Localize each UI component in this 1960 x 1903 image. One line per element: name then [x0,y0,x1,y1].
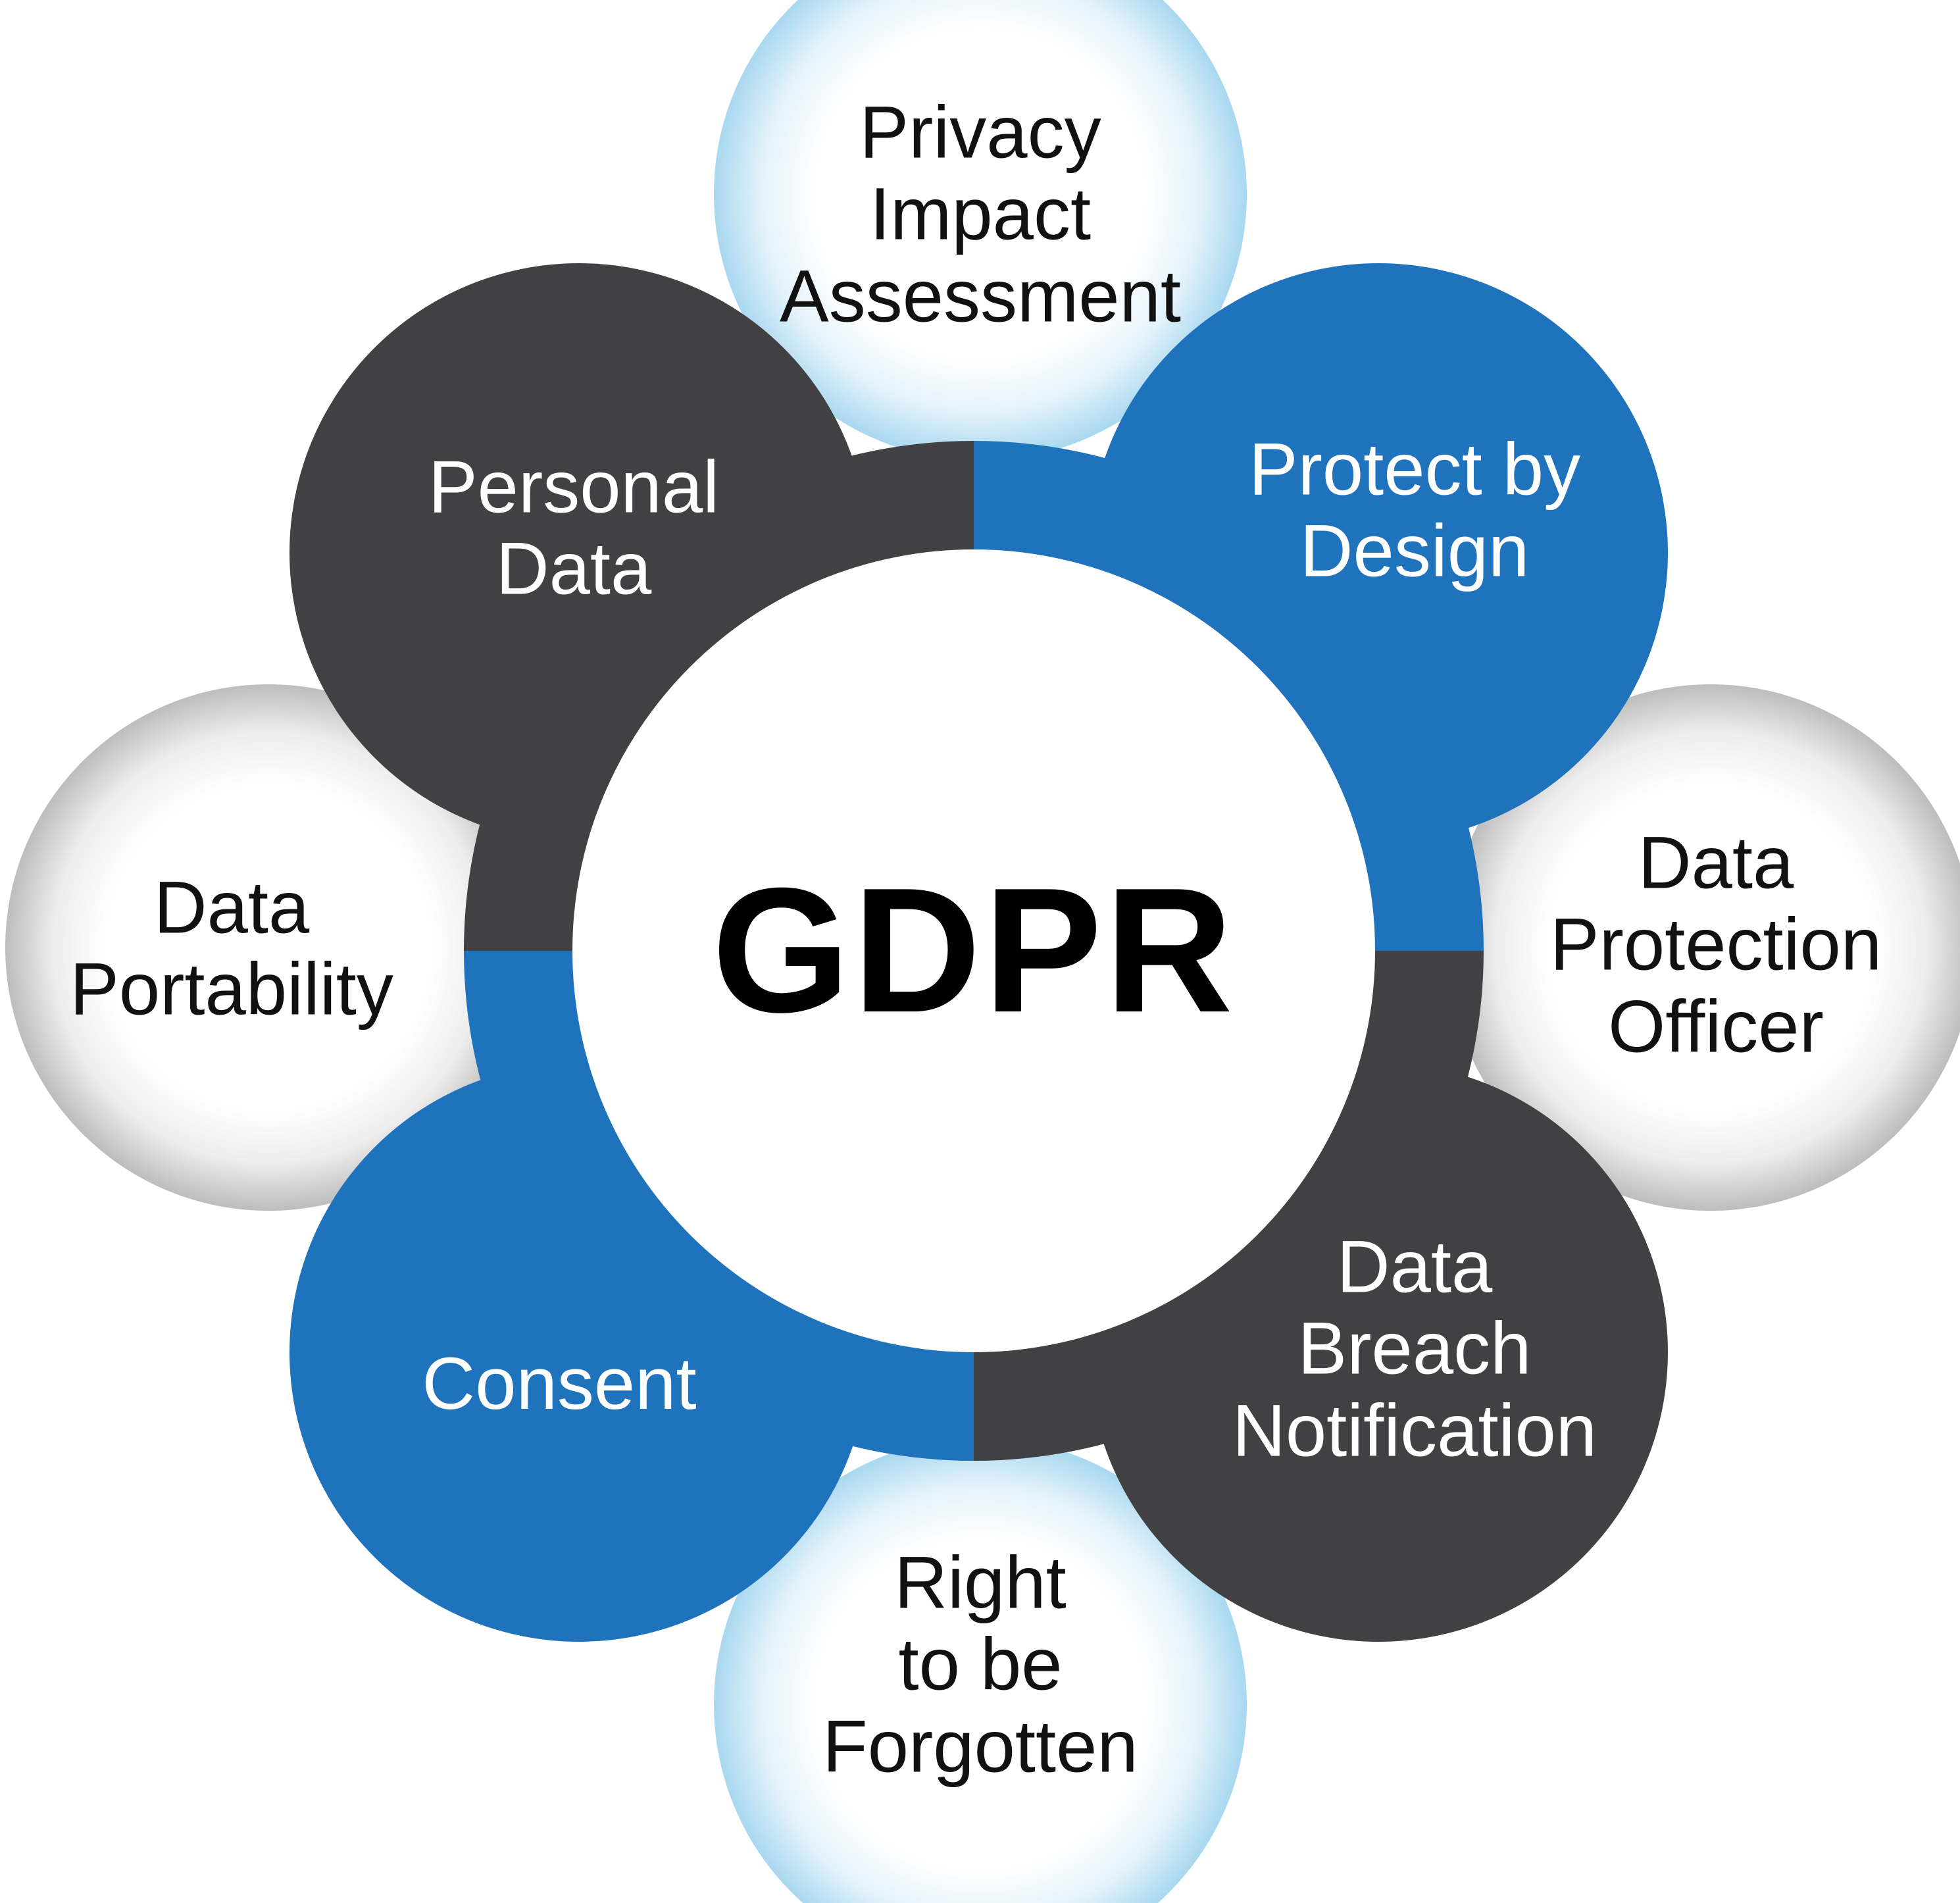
label-line: to be [898,1623,1063,1706]
label-line: Assessment [780,255,1181,338]
label-line: Consent [422,1342,697,1425]
bubble-privacy-impact-assessment [714,0,1247,461]
label-line: Data [1638,821,1794,904]
bubble-data-portability [5,684,532,1211]
label-line: Data [153,866,310,949]
center-circle [572,549,1375,1352]
bubble-label-right-to-be-forgotten: Right to be Forgotten [822,1542,1138,1788]
label-line: Data [1336,1225,1493,1308]
bubble-label-privacy-impact-assessment: Privacy Impact Assessment [780,91,1181,338]
segment-label-data-breach-notification: Data Breach Notification [1232,1225,1597,1472]
label-line: Portability [70,948,393,1030]
segment-label-protect-by-design: Protect by Design [1248,428,1581,593]
label-line: Forgotten [822,1705,1138,1788]
label-line: Impact [869,172,1092,255]
label-line: Breach [1297,1307,1532,1390]
bubble-label-data-portability: Data Portability [70,867,393,1031]
bubble-right-to-be-forgotten [714,1438,1247,1903]
label-line: Design [1299,510,1530,592]
segment-label-consent: Consent [422,1342,697,1425]
label-line: Data [495,528,652,610]
label-line: Protection [1549,903,1882,986]
bubble-label-data-protection-officer: Data Protection Officer [1549,821,1882,1068]
center-label-text: GDPR [711,851,1236,1050]
label-line: Personal [428,445,720,528]
label-line: Privacy [859,91,1101,174]
label-line: Right [894,1541,1067,1624]
segment-label-personal-data: Personal Data [428,445,720,611]
label-line: Officer [1608,985,1824,1068]
bubble-layer [5,0,1960,1903]
label-line: Notification [1232,1389,1597,1472]
bubble-data-protection-officer [1447,684,1960,1211]
center-label: GDPR [712,852,1236,1050]
label-line: Protect by [1248,428,1581,511]
